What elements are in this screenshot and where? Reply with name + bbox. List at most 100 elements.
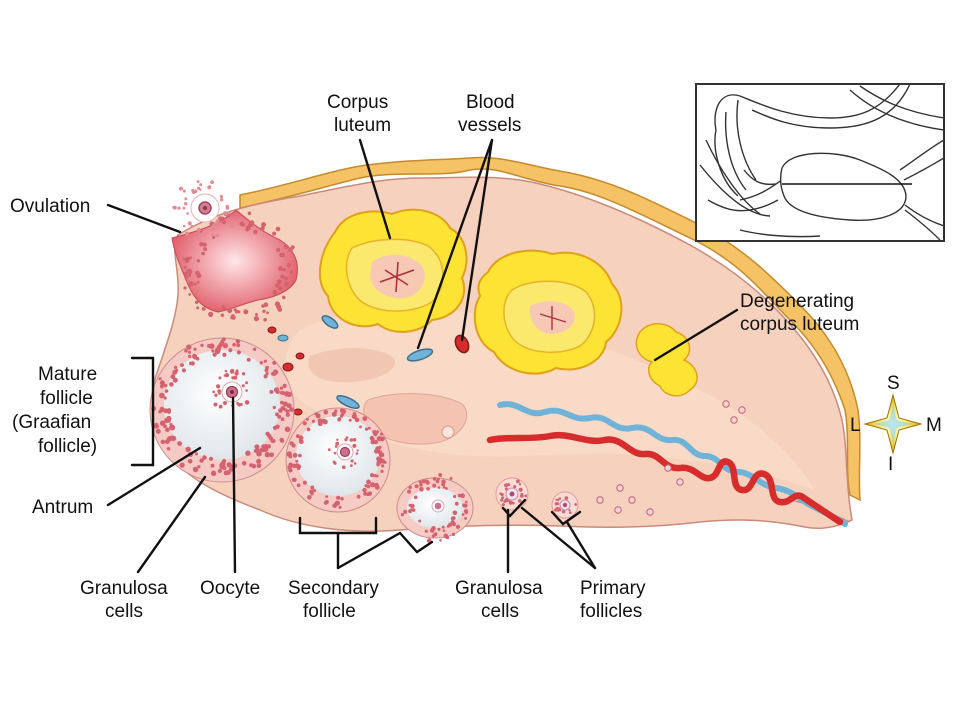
granulosa-cell: [288, 247, 293, 252]
granulosa-cell: [311, 419, 315, 423]
granulosa-cell: [227, 462, 232, 467]
granulosa-cell: [364, 427, 369, 431]
granulosa-cell: [241, 384, 245, 388]
granulosa-cell: [356, 449, 359, 452]
atretic-tissue-upper: [308, 347, 396, 383]
artery: [486, 431, 844, 526]
granulosa-cell: [236, 343, 241, 348]
granulosa-cell: [282, 267, 286, 272]
granulosa-cell: [210, 470, 217, 476]
granulosa-cell: [445, 487, 448, 490]
granulosa-cell: [280, 274, 285, 279]
hilar-blood-vessels: [486, 401, 848, 527]
primordial-follicle: [646, 508, 654, 516]
granulosa-cell: [408, 485, 412, 490]
granulosa-cell: [520, 492, 524, 496]
corpus-luteum-second: [473, 249, 623, 375]
granulosa-cell: [170, 374, 176, 380]
granulosa-cell: [155, 428, 161, 434]
granulosa-cell: [437, 486, 441, 489]
granulosa-cell: [159, 420, 166, 426]
granulosa-cell: [181, 368, 186, 373]
granulosa-cell: [187, 221, 192, 226]
granulosa-cell: [283, 281, 289, 287]
granulosa-cell: [183, 286, 187, 290]
primordial-follicle: [664, 464, 672, 472]
granulosa-cell: [264, 368, 269, 373]
granulosa-cell: [302, 421, 307, 426]
labels: Ovulation Corpus luteum Blood vessels De…: [10, 92, 859, 622]
granulosa-cell: [431, 534, 435, 538]
granulosa-cell: [342, 465, 346, 470]
granulosa-cell: [349, 438, 354, 442]
granulosa-cell: [441, 525, 445, 529]
granulosa-cell: [229, 212, 232, 215]
granulosa-cell: [217, 344, 222, 349]
granulosa-cell: [219, 462, 225, 469]
granulosa-cell: [194, 452, 199, 456]
granulosa-cell: [199, 183, 203, 187]
granulosa-cell: [298, 439, 304, 445]
granulosa-cell: [418, 519, 422, 523]
granulosa-cell: [222, 343, 228, 349]
granulosa-cell: [188, 354, 192, 359]
granulosa-cell: [289, 270, 293, 274]
granulosa-cell: [400, 513, 404, 517]
granulosa-cell: [350, 464, 353, 467]
granulosa-cell: [381, 464, 385, 468]
granulosa-cell: [266, 444, 271, 449]
granulosa-cell: [191, 188, 195, 192]
granulosa-cell: [271, 439, 275, 444]
granulosa-cell: [262, 309, 266, 313]
granulosa-cell: [310, 492, 314, 496]
granulosa-cell: [556, 509, 560, 512]
granulosa-cell: [222, 220, 227, 225]
compass-inferior: I: [888, 454, 893, 475]
granulosa-cell: [221, 305, 226, 310]
granulosa-cell: [227, 308, 233, 314]
granulosa-cell: [289, 407, 294, 412]
granulosa-cell: [437, 527, 441, 531]
granulosa-cell: [323, 410, 329, 415]
label-degenerating-line1: Degenerating: [740, 291, 854, 312]
granulosa-cell: [426, 487, 430, 491]
granulosa-cell: [241, 372, 246, 376]
granulosa-cell: [403, 509, 408, 514]
label-antrum: Antrum: [32, 497, 93, 518]
granulosa-cell: [414, 484, 419, 489]
granulosa-cell: [218, 392, 221, 395]
granulosa-cell: [159, 380, 165, 386]
granulosa-cell: [213, 402, 218, 407]
granulosa-cell: [177, 206, 181, 210]
granulosa-cell: [185, 446, 191, 452]
primordial-follicle: [628, 496, 636, 504]
granulosa-cell: [439, 539, 442, 542]
label-mature-follicle-line4: follicle): [38, 436, 97, 457]
granulosa-cell: [208, 456, 214, 461]
granulosa-cell: [254, 444, 260, 450]
granulosa-cell: [369, 473, 375, 478]
vessel-cross-sections: [267, 315, 470, 416]
granulosa-cell: [194, 300, 199, 304]
granulosa-cell: [259, 361, 263, 365]
granulosa-cell: [280, 439, 285, 443]
granulosa-cell: [501, 496, 505, 500]
granulosa-cell: [184, 349, 188, 353]
granulosa-cell: [421, 479, 426, 484]
granulosa-cell: [199, 458, 204, 463]
granulosa-cell: [568, 509, 571, 512]
granulosa-cell: [434, 532, 438, 536]
granulosa-cell: [214, 393, 218, 397]
granulosa-cell: [232, 342, 236, 347]
granulosa-cell: [169, 424, 176, 431]
granulosa-cell: [461, 513, 465, 516]
granulosa-cell: [163, 396, 167, 400]
granulosa-cell: [282, 383, 287, 388]
granulosa-cell: [317, 418, 323, 424]
compass-lateral: L: [850, 415, 861, 436]
granulosa-cell: [518, 499, 522, 503]
orientation-compass: S I L M: [850, 373, 942, 475]
granulosa-cell: [337, 417, 342, 421]
granulosa-cell: [255, 313, 258, 316]
granulosa-cell: [234, 309, 239, 314]
